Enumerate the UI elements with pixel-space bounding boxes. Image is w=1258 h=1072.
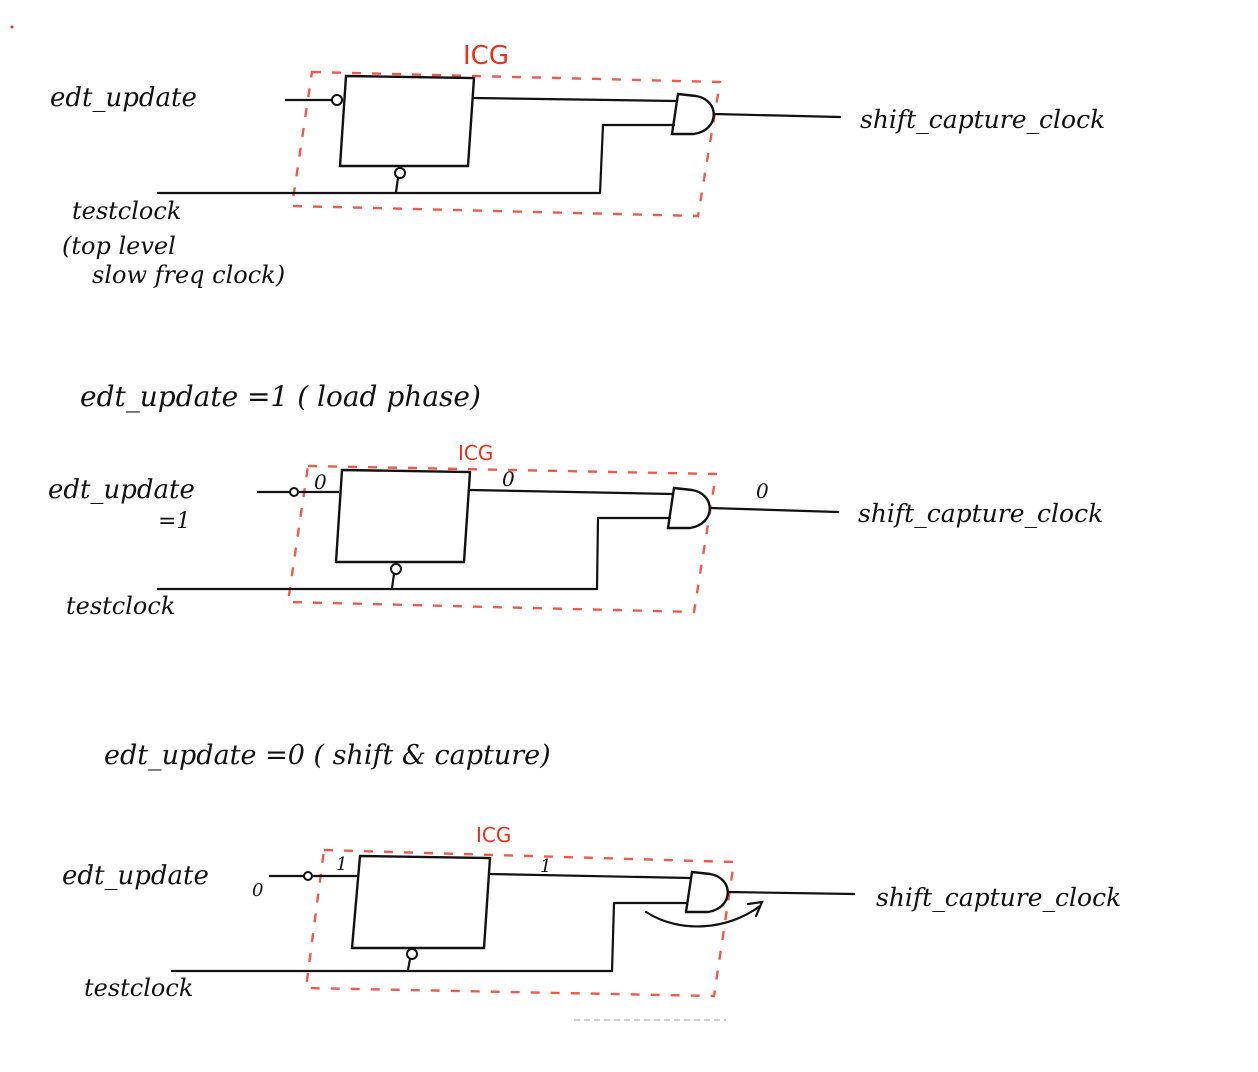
output-label-2: shift_capture_clock: [858, 499, 1103, 528]
latch-block-2: [334, 468, 472, 564]
clock-riser-1: [598, 123, 605, 195]
clock-label-2: testclock: [66, 592, 175, 620]
clock-stub-2: [390, 572, 396, 590]
input-value-note-2: =1: [158, 509, 190, 534]
clock-riser-3: [610, 901, 616, 973]
input-value-3: 0: [252, 880, 263, 901]
latch-out-wire-1: [472, 96, 678, 103]
clock-bubble-2: [390, 563, 402, 575]
icg-label-1: ICG: [463, 41, 509, 71]
input-label-2: edt_update: [48, 475, 195, 505]
output-label-1: shift_capture_clock: [860, 105, 1105, 134]
input-gate-value-2: 0: [314, 470, 327, 494]
input-label-1: edt_update: [50, 83, 197, 113]
icg-label-2: ICG: [458, 441, 493, 465]
input-gate-value-3: 1: [336, 854, 347, 875]
enable-bubble-3: [303, 871, 313, 881]
and-output-value-2: 0: [756, 479, 769, 503]
latch-block-1: [338, 74, 476, 168]
clock-bubble-3: [406, 948, 418, 960]
pass-through-arrow: [644, 904, 762, 928]
icg-output-value-2: 0: [502, 467, 515, 491]
output-wire-1: [712, 112, 842, 119]
enable-bubble-2: [289, 487, 299, 497]
diagram-2: ICG 0 0 0 edt_update =1 testclock shift_…: [48, 441, 1103, 620]
output-wire-3: [726, 890, 856, 896]
and-gate-1: [670, 92, 715, 136]
pass-through-arrowhead: [746, 900, 764, 918]
mode-load-label: edt_update =1 ( load phase): [80, 380, 481, 413]
mode-shift-label: edt_update =0 ( shift & capture): [104, 740, 551, 771]
diagram-1: ICG edt_update testclock (top level slow…: [50, 41, 1105, 289]
clock-label-1: testclock: [72, 197, 181, 225]
clock-riser-2: [595, 516, 600, 591]
icg-boundary-1: [290, 70, 722, 218]
clock-bubble-1: [394, 167, 406, 179]
output-wire-2: [708, 506, 840, 514]
latch-block-3: [350, 854, 492, 950]
enable-bubble-1: [331, 94, 343, 106]
and-gate-3: [684, 870, 729, 914]
icg-boundary-3: [304, 848, 736, 998]
clock-label-3: testclock: [84, 974, 193, 1002]
input-label-3: edt_update: [62, 861, 209, 891]
clock-note-1b: slow freq clock): [92, 261, 285, 289]
diagram-3: ICG 1 1 edt_update 0 testclock shift_cap…: [62, 823, 1121, 1002]
clock-stub-3: [406, 957, 412, 972]
output-label-3: shift_capture_clock: [876, 883, 1121, 912]
latch-out-wire-2: [468, 488, 674, 496]
clock-stub-1: [394, 176, 400, 194]
icg-boundary-2: [286, 464, 718, 614]
stray-dot: [10, 25, 14, 29]
clock-note-1a: (top level: [62, 232, 176, 260]
and-gate-2: [666, 486, 711, 530]
icg-label-3: ICG: [476, 823, 511, 847]
icg-output-value-3: 1: [540, 856, 551, 877]
latch-out-wire-3: [488, 872, 692, 880]
